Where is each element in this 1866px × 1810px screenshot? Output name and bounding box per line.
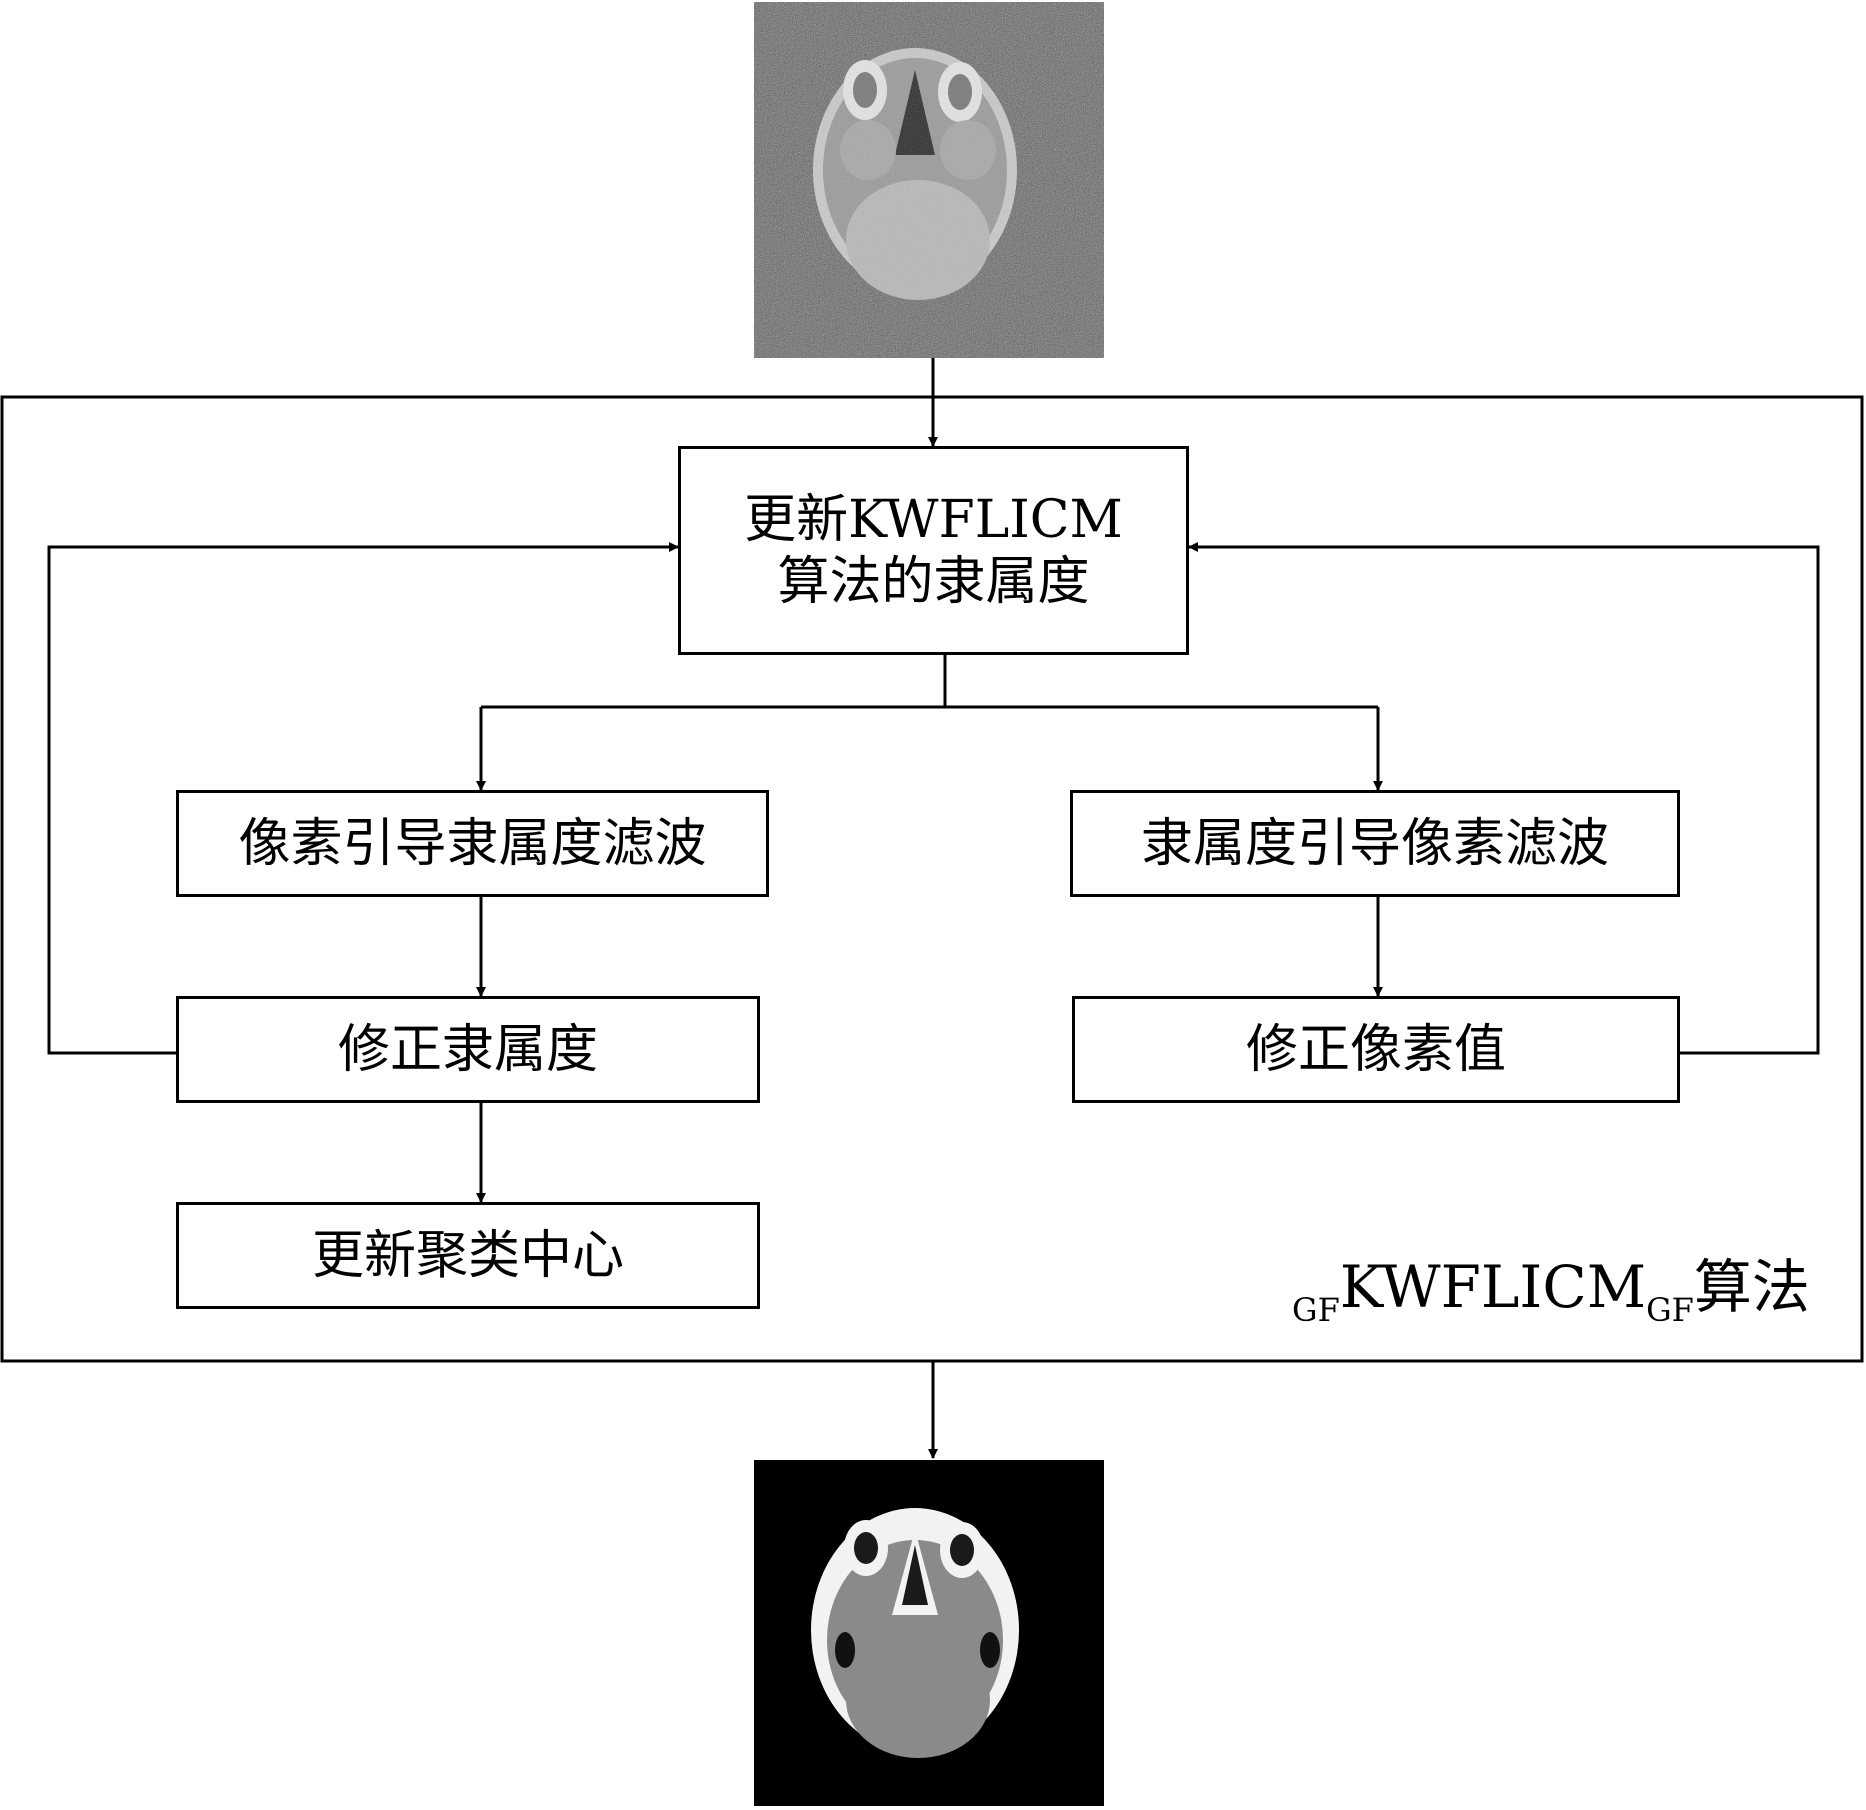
update-centers-label: 更新聚类中心 xyxy=(311,1225,624,1286)
algorithm-label-suffix: 算法 xyxy=(1693,1253,1810,1321)
update-membership-box: 更新KWFLICM 算法的隶属度 xyxy=(678,446,1189,655)
correct-membership-box: 修正隶属度 xyxy=(176,996,760,1103)
correct-pixel-label: 修正像素值 xyxy=(1245,1019,1506,1080)
algorithm-label-post-sub: GF xyxy=(1646,1291,1694,1329)
algorithm-label-pre-sub: GF xyxy=(1292,1291,1340,1329)
feedback-right xyxy=(1188,542,1820,1055)
membership-guided-filter-label: 隶属度引导像素滤波 xyxy=(1140,813,1609,874)
algorithm-label-main: KWFLICM xyxy=(1339,1253,1647,1321)
update-membership-line1: 更新KWFLICM xyxy=(744,489,1123,550)
correct-membership-label: 修正隶属度 xyxy=(337,1019,598,1080)
correct-pixel-box: 修正像素值 xyxy=(1072,996,1680,1103)
feedback-left xyxy=(47,542,679,1055)
algorithm-label: GFKWFLICMGF算法 xyxy=(1292,1240,1810,1329)
pixel-guided-filter-box: 像素引导隶属度滤波 xyxy=(176,790,769,897)
update-centers-box: 更新聚类中心 xyxy=(176,1202,760,1309)
output-image xyxy=(754,1460,1104,1806)
membership-guided-filter-box: 隶属度引导像素滤波 xyxy=(1070,790,1680,897)
input-image xyxy=(754,2,1104,358)
pixel-guided-filter-label: 像素引导隶属度滤波 xyxy=(238,813,707,874)
update-membership-line2: 算法的隶属度 xyxy=(777,551,1090,612)
